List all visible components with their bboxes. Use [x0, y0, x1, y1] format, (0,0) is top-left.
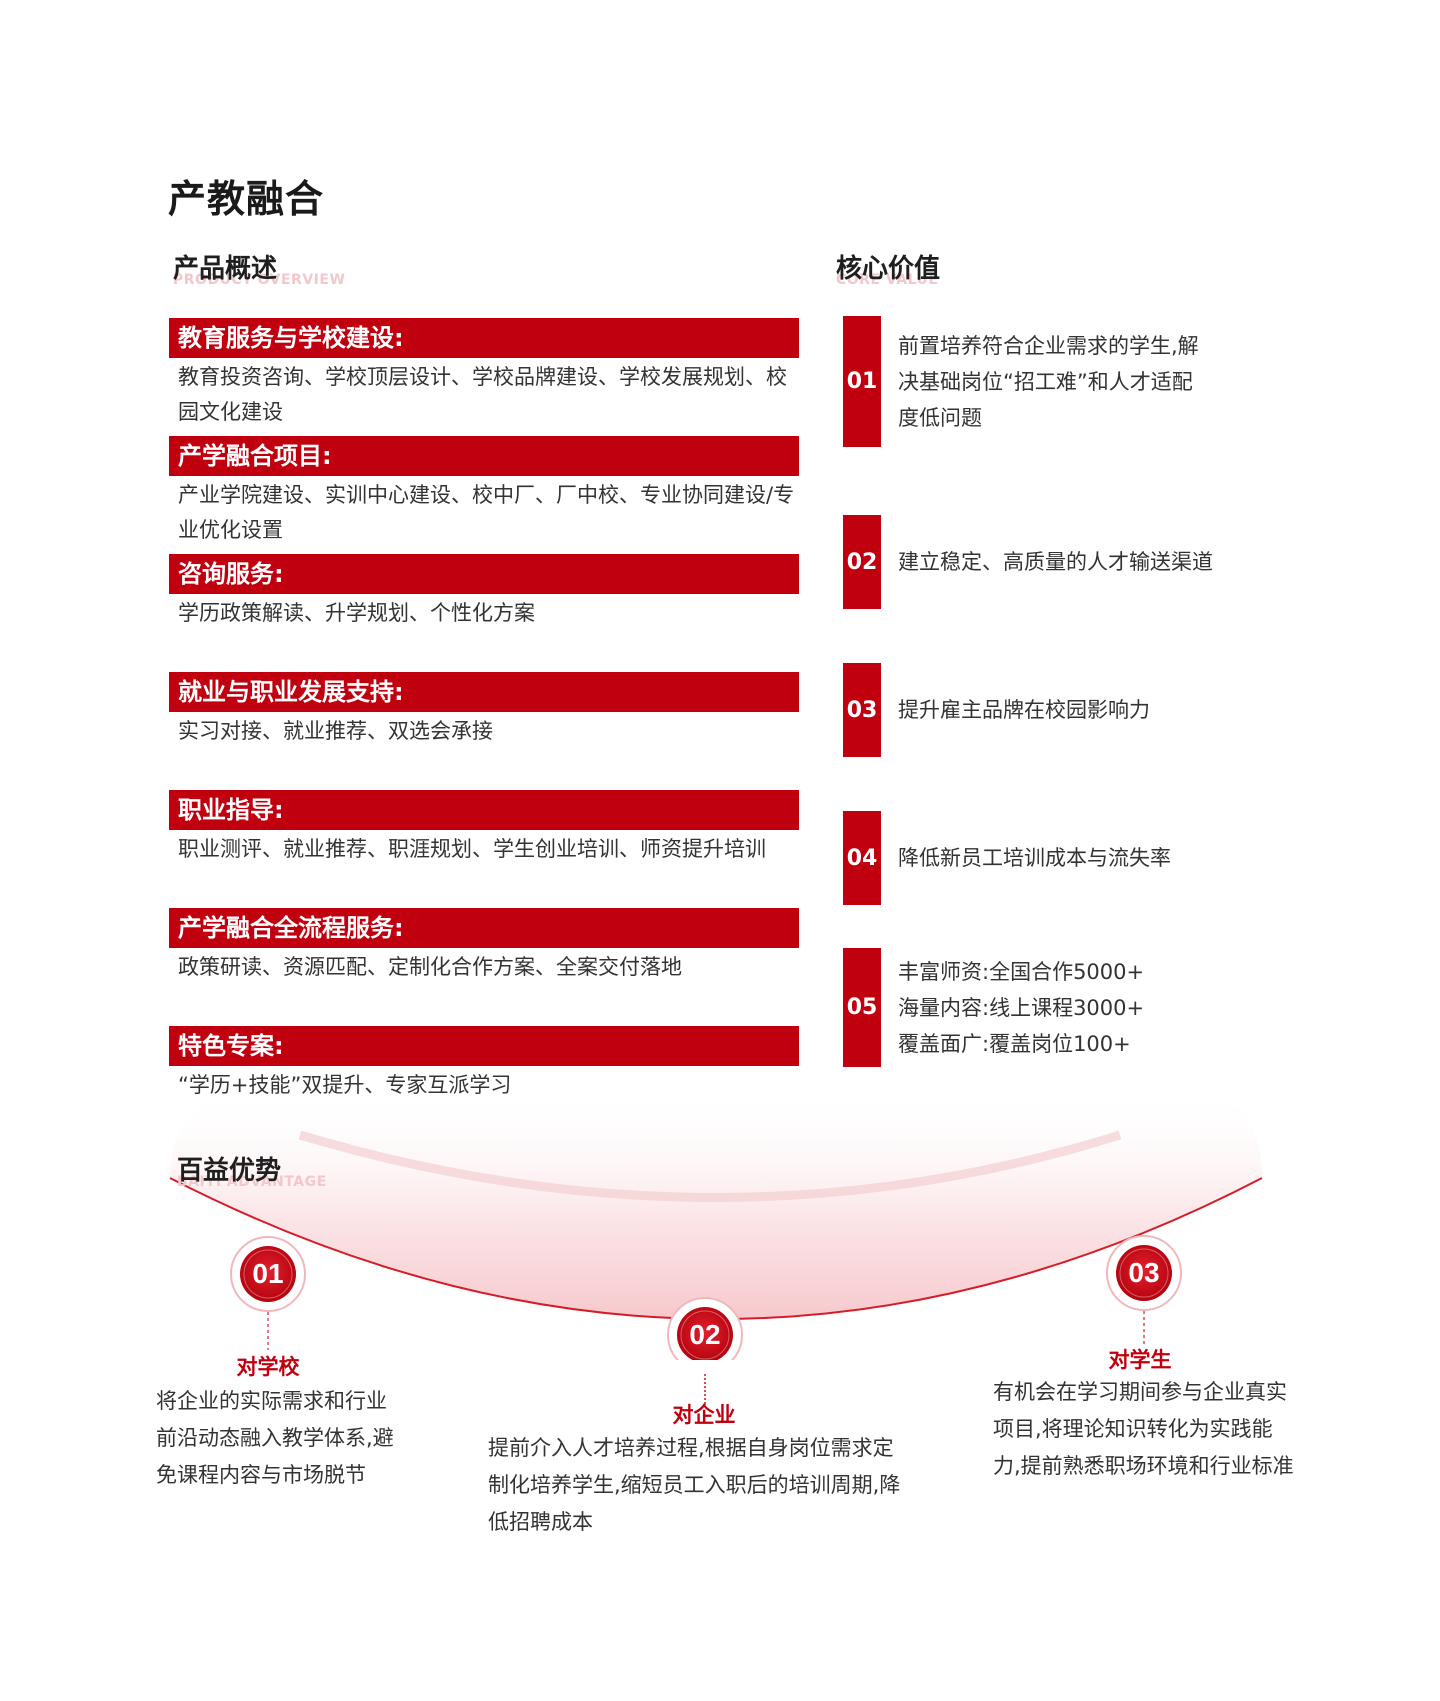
core-value-subtitle: CORE VALUE [836, 272, 939, 288]
overview-title: 产品概述 [173, 254, 278, 284]
advantage-line: 低招聘成本 [488, 1510, 593, 1534]
overview-item-heading: 就业与职业发展支持: [169, 672, 799, 712]
advantage-line: 免课程内容与市场脱节 [156, 1463, 366, 1487]
overview-item-heading: 产学融合项目: [169, 436, 799, 476]
overview-item-heading: 职业指导: [169, 790, 799, 830]
overview-item-desc: 产业学院建设、实训中心建设、校中厂、厂中校、专业协同建设/专业优化设置 [178, 483, 795, 542]
overview-item-desc: 教育投资咨询、学校顶层设计、学校品牌建设、学校发展规划、校园文化建设 [178, 365, 787, 424]
advantage-item-title: 对学校 [236, 1355, 300, 1379]
core-value-text: 丰富师资:全国合作5000+ 海量内容:线上课程3000+ 覆盖面广:覆盖岗位1… [898, 948, 1258, 1067]
overview-item: 咨询服务: 学历政策解读、升学规划、个性化方案 [169, 554, 799, 631]
core-value-text: 前置培养符合企业需求的学生,解 决基础岗位“招工难”和人才适配 度低问题 [898, 316, 1258, 447]
core-value-line: 提升雇主品牌在校园影响力 [898, 698, 1150, 722]
advantage-line: 将企业的实际需求和行业 [156, 1389, 387, 1413]
core-value-line: 决基础岗位“招工难”和人才适配 [898, 369, 1193, 394]
arc-band [170, 1090, 1262, 1319]
core-value-number: 05 [843, 948, 881, 1067]
advantage-line: 前沿动态融入教学体系,避 [156, 1426, 394, 1450]
core-value-number: 03 [843, 663, 881, 757]
advantage-arc-graphic: 01 02 03 [169, 1090, 1263, 1360]
advantage-item-title: 对企业 [672, 1403, 736, 1427]
core-value-title: 核心价值 [836, 254, 941, 284]
overview-item-heading: 特色专案: [169, 1026, 799, 1066]
core-value-line: 前置培养符合企业需求的学生,解 [898, 333, 1199, 358]
advantage-title: 百益优势 [177, 1156, 282, 1186]
overview-item: 教育服务与学校建设: 教育投资咨询、学校顶层设计、学校品牌建设、学校发展规划、校… [169, 318, 799, 430]
connector-02 [704, 1374, 706, 1404]
core-value-number: 01 [843, 316, 881, 447]
advantage-node-03 [1106, 1235, 1182, 1346]
advantage-number: 03 [1128, 1257, 1159, 1288]
overview-item-heading: 咨询服务: [169, 554, 799, 594]
overview-item-desc: 实习对接、就业推荐、双选会承接 [178, 719, 493, 743]
advantage-line: 力,提前熟悉职场环境和行业标准 [993, 1454, 1294, 1478]
advantage-number: 01 [252, 1258, 283, 1289]
advantage-node-01 [230, 1236, 306, 1350]
overview-subtitle: PRODUCT OVERVIEW [173, 272, 346, 288]
page-title: 产教融合 [168, 177, 325, 221]
overview-item-heading: 教育服务与学校建设: [169, 318, 799, 358]
overview-item: 就业与职业发展支持: 实习对接、就业推荐、双选会承接 [169, 672, 799, 749]
core-value-header: 核心价值 CORE VALUE [836, 248, 941, 288]
core-value-number: 02 [843, 515, 881, 609]
overview-item-desc: 政策研读、资源匹配、定制化合作方案、全案交付落地 [178, 955, 682, 979]
advantage-line: 有机会在学习期间参与企业真实 [993, 1380, 1287, 1404]
core-value-line: 降低新员工培训成本与流失率 [898, 846, 1171, 870]
advantage-line: 项目,将理论知识转化为实践能 [993, 1417, 1273, 1441]
advantage-item-desc: 有机会在学习期间参与企业真实 项目,将理论知识转化为实践能 力,提前熟悉职场环境… [993, 1374, 1333, 1485]
core-value-number: 04 [843, 811, 881, 905]
advantage-number: 02 [689, 1319, 720, 1350]
core-value-line: 建立稳定、高质量的人才输送渠道 [898, 550, 1213, 574]
overview-item: 职业指导: 职业测评、就业推荐、职涯规划、学生创业培训、师资提升培训 [169, 790, 799, 867]
overview-header: 产品概述 PRODUCT OVERVIEW [173, 248, 345, 288]
advantage-header: 百益优势 BAIYI ADVANTAGE [177, 1150, 326, 1190]
overview-item: 产学融合全流程服务: 政策研读、资源匹配、定制化合作方案、全案交付落地 [169, 908, 799, 985]
advantage-item-desc: 提前介入人才培养过程,根据自身岗位需求定 制化培养学生,缩短员工入职后的培训周期… [488, 1430, 948, 1541]
advantage-item-title: 对学生 [1108, 1348, 1172, 1372]
advantage-node-02 [667, 1297, 743, 1360]
core-value-line: 丰富师资:全国合作5000+ [898, 959, 1145, 984]
advantage-subtitle: BAIYI ADVANTAGE [177, 1174, 327, 1190]
overview-item-heading: 产学融合全流程服务: [169, 908, 799, 948]
core-value-line: 海量内容:线上课程3000+ [898, 995, 1145, 1020]
core-value-line: 度低问题 [898, 405, 982, 430]
overview-item-desc: 职业测评、就业推荐、职涯规划、学生创业培训、师资提升培训 [178, 837, 766, 861]
overview-item-desc: 学历政策解读、升学规划、个性化方案 [178, 601, 535, 625]
core-value-text: 提升雇主品牌在校园影响力 [898, 663, 1258, 757]
advantage-line: 制化培养学生,缩短员工入职后的培训周期,降 [488, 1473, 901, 1497]
overview-item: 产学融合项目: 产业学院建设、实训中心建设、校中厂、厂中校、专业协同建设/专业优… [169, 436, 799, 548]
advantage-line: 提前介入人才培养过程,根据自身岗位需求定 [488, 1436, 894, 1460]
core-value-line: 覆盖面广:覆盖岗位100+ [898, 1031, 1131, 1056]
core-value-text: 建立稳定、高质量的人才输送渠道 [898, 515, 1258, 609]
core-value-text: 降低新员工培训成本与流失率 [898, 811, 1258, 905]
advantage-item-desc: 将企业的实际需求和行业 前沿动态融入教学体系,避 免课程内容与市场脱节 [156, 1383, 436, 1494]
